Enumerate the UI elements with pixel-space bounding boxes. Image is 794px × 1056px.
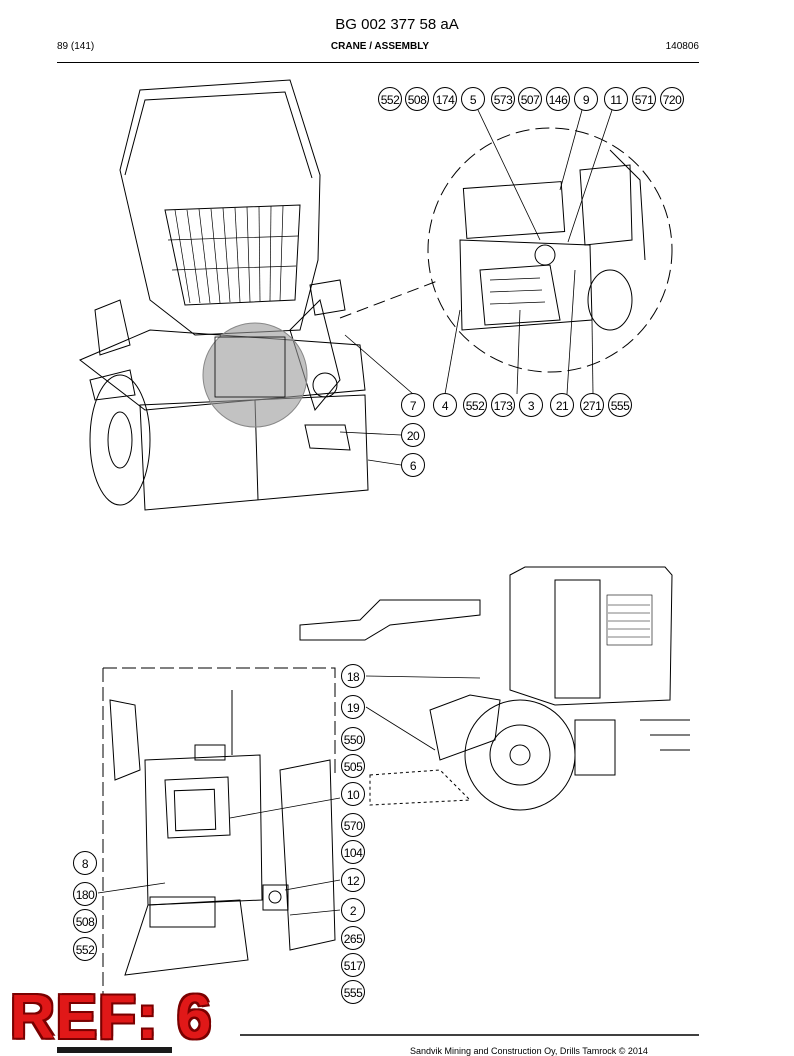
callout-19: 19	[341, 695, 365, 719]
header-rule	[57, 62, 699, 63]
callout-552: 552	[463, 393, 487, 417]
document-number: BG 002 377 58 aA	[335, 16, 459, 33]
callout-174: 174	[433, 87, 457, 111]
callout-173: 173	[491, 393, 515, 417]
front-wheel	[89, 374, 151, 506]
side-cab	[509, 566, 673, 706]
callout-555: 555	[608, 393, 632, 417]
date-code: 140806	[665, 41, 699, 52]
callout-5: 5	[461, 87, 485, 111]
box-lid	[124, 899, 249, 976]
callout-6: 6	[401, 453, 425, 477]
page-number: 89 (141)	[57, 41, 95, 52]
callout-571: 571	[632, 87, 656, 111]
callout-720: 720	[660, 87, 684, 111]
callout-550: 550	[341, 727, 365, 751]
callout-265: 265	[341, 926, 365, 950]
callout-11: 11	[604, 87, 628, 111]
cab-outline	[119, 79, 321, 336]
callout-508: 508	[73, 909, 97, 933]
callout-180: 180	[73, 882, 97, 906]
callout-146: 146	[546, 87, 570, 111]
callout-555: 555	[341, 980, 365, 1004]
callout-271: 271	[580, 393, 604, 417]
highlight-circle	[202, 322, 308, 428]
ref-label: REF: 6	[10, 983, 213, 1052]
callout-4: 4	[433, 393, 457, 417]
callout-21: 21	[550, 393, 574, 417]
side-wheel	[464, 699, 576, 811]
callout-10: 10	[341, 782, 365, 806]
section-title: CRANE / ASSEMBLY	[330, 41, 430, 52]
callout-552: 552	[73, 937, 97, 961]
callout-9: 9	[574, 87, 598, 111]
callout-570: 570	[341, 813, 365, 837]
footer-copyright: Sandvik Mining and Construction Oy, Dril…	[410, 1046, 648, 1056]
callout-104: 104	[341, 840, 365, 864]
callout-507: 507	[518, 87, 542, 111]
callout-552: 552	[378, 87, 402, 111]
callout-8: 8	[73, 851, 97, 875]
sandvik-logo	[57, 1047, 172, 1053]
callout-517: 517	[341, 953, 365, 977]
callout-3: 3	[519, 393, 543, 417]
callout-20: 20	[401, 423, 425, 447]
callout-505: 505	[341, 754, 365, 778]
callout-508: 508	[405, 87, 429, 111]
callout-7: 7	[401, 393, 425, 417]
callout-573: 573	[491, 87, 515, 111]
side-boom	[299, 599, 481, 641]
detail-circle	[427, 127, 673, 373]
cab-guard-grid	[164, 204, 301, 306]
callout-18: 18	[341, 664, 365, 688]
callout-12: 12	[341, 868, 365, 892]
control-box	[144, 754, 263, 906]
callout-2: 2	[341, 898, 365, 922]
